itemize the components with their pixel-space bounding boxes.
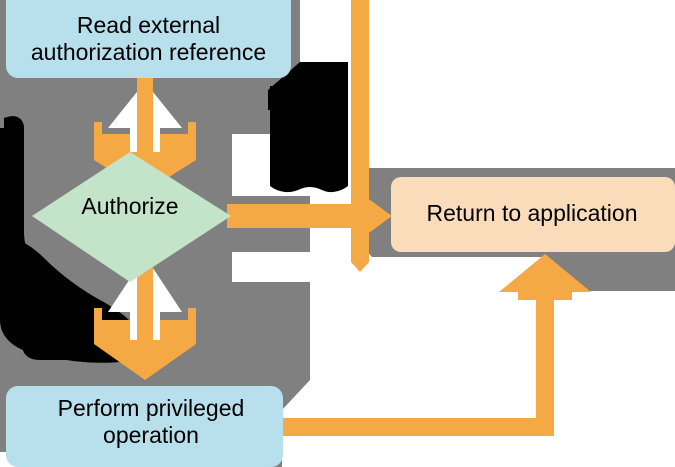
node-perform-operation[interactable]: [6, 386, 283, 467]
edge-authorize-to-return: [227, 186, 392, 246]
redaction-blob-center: [270, 86, 348, 184]
edge-top-trunk: [351, 0, 369, 222]
redaction-blob-center-top: [268, 62, 348, 110]
node-authorize[interactable]: [32, 152, 231, 282]
edge-perform-to-return: [282, 254, 591, 436]
edge-trunk-tail: [351, 228, 369, 272]
node-return-application[interactable]: [391, 177, 675, 252]
node-read-external[interactable]: [6, 0, 291, 78]
redaction-blob-left-tail: [22, 300, 114, 360]
redaction-blob-center-base: [270, 168, 348, 193]
